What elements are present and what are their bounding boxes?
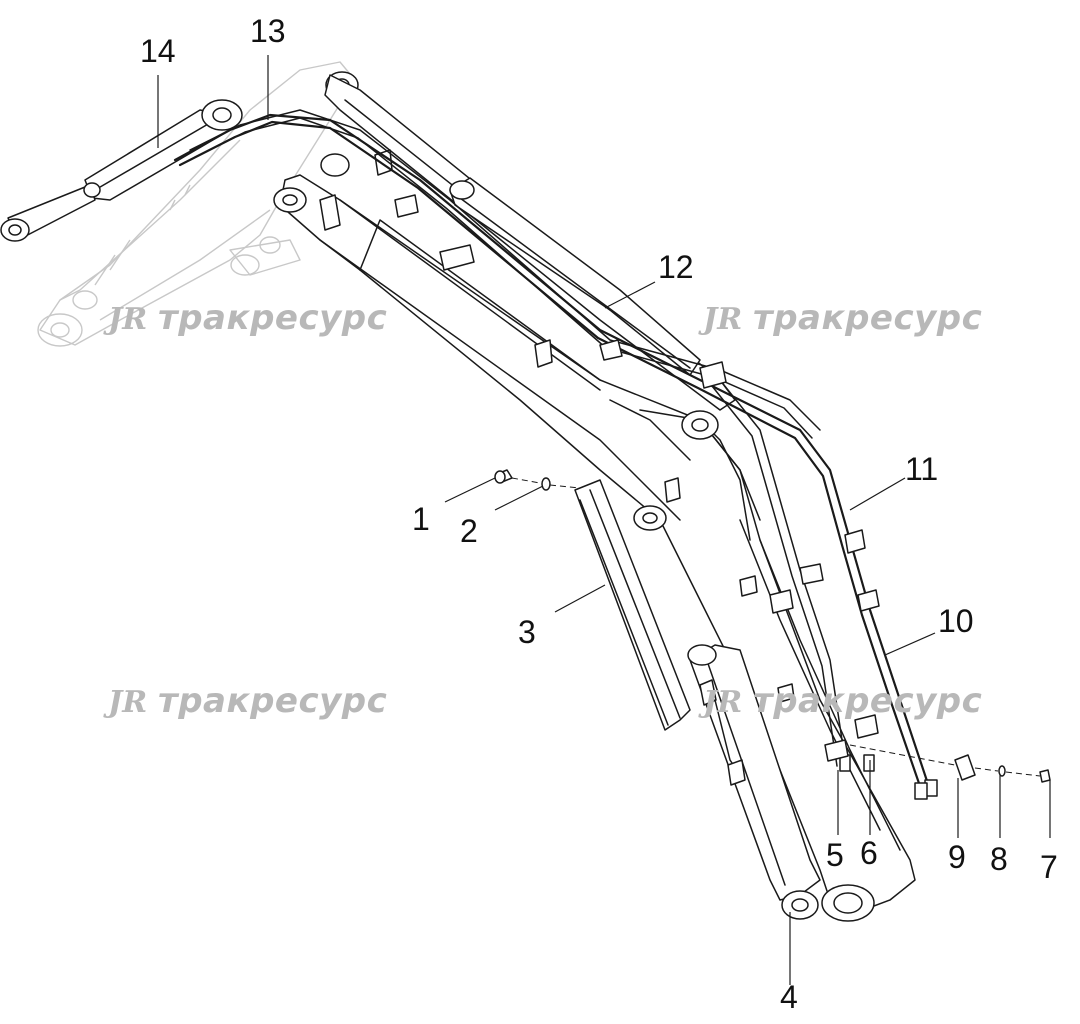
bucket-cylinder — [0, 99, 243, 242]
callout-1: 1 — [412, 501, 430, 537]
watermark-logo: JR — [698, 302, 742, 337]
callout-7: 7 — [1040, 849, 1058, 885]
watermark-text: тракресурс — [753, 298, 982, 338]
watermark-3: JR тракресурс — [103, 681, 387, 721]
watermark-4: JR тракресурс — [698, 681, 982, 721]
callout-5: 5 — [826, 837, 844, 873]
watermark-text: тракресурс — [158, 681, 387, 721]
watermark-1: JR тракресурс — [103, 298, 387, 338]
callout-4: 4 — [780, 979, 798, 1015]
callout-labels: 1 2 3 4 5 6 7 8 9 10 11 12 13 14 — [140, 13, 1058, 1015]
hydraulic-lines — [173, 109, 938, 800]
boom-cylinder — [687, 644, 821, 920]
arm-cylinder — [449, 177, 701, 376]
callout-14: 14 — [140, 33, 176, 69]
guard-plate — [574, 479, 691, 731]
callout-8: 8 — [990, 841, 1008, 877]
fasteners — [494, 469, 1051, 783]
leader-lines — [157, 55, 1051, 985]
callout-2: 2 — [460, 513, 478, 549]
callout-11: 11 — [905, 451, 938, 487]
callout-12: 12 — [658, 249, 694, 285]
callout-9: 9 — [948, 839, 966, 875]
callout-10: 10 — [938, 603, 974, 639]
watermark-logo: JR — [103, 685, 147, 720]
callout-13: 13 — [250, 13, 286, 49]
watermark-logo: JR — [698, 685, 742, 720]
watermark-text: тракресурс — [753, 681, 982, 721]
watermark-logo: JR — [103, 302, 147, 337]
callout-6: 6 — [860, 835, 878, 871]
callout-3: 3 — [518, 614, 536, 650]
watermark-text: тракресурс — [158, 298, 387, 338]
watermark-2: JR тракресурс — [698, 298, 982, 338]
